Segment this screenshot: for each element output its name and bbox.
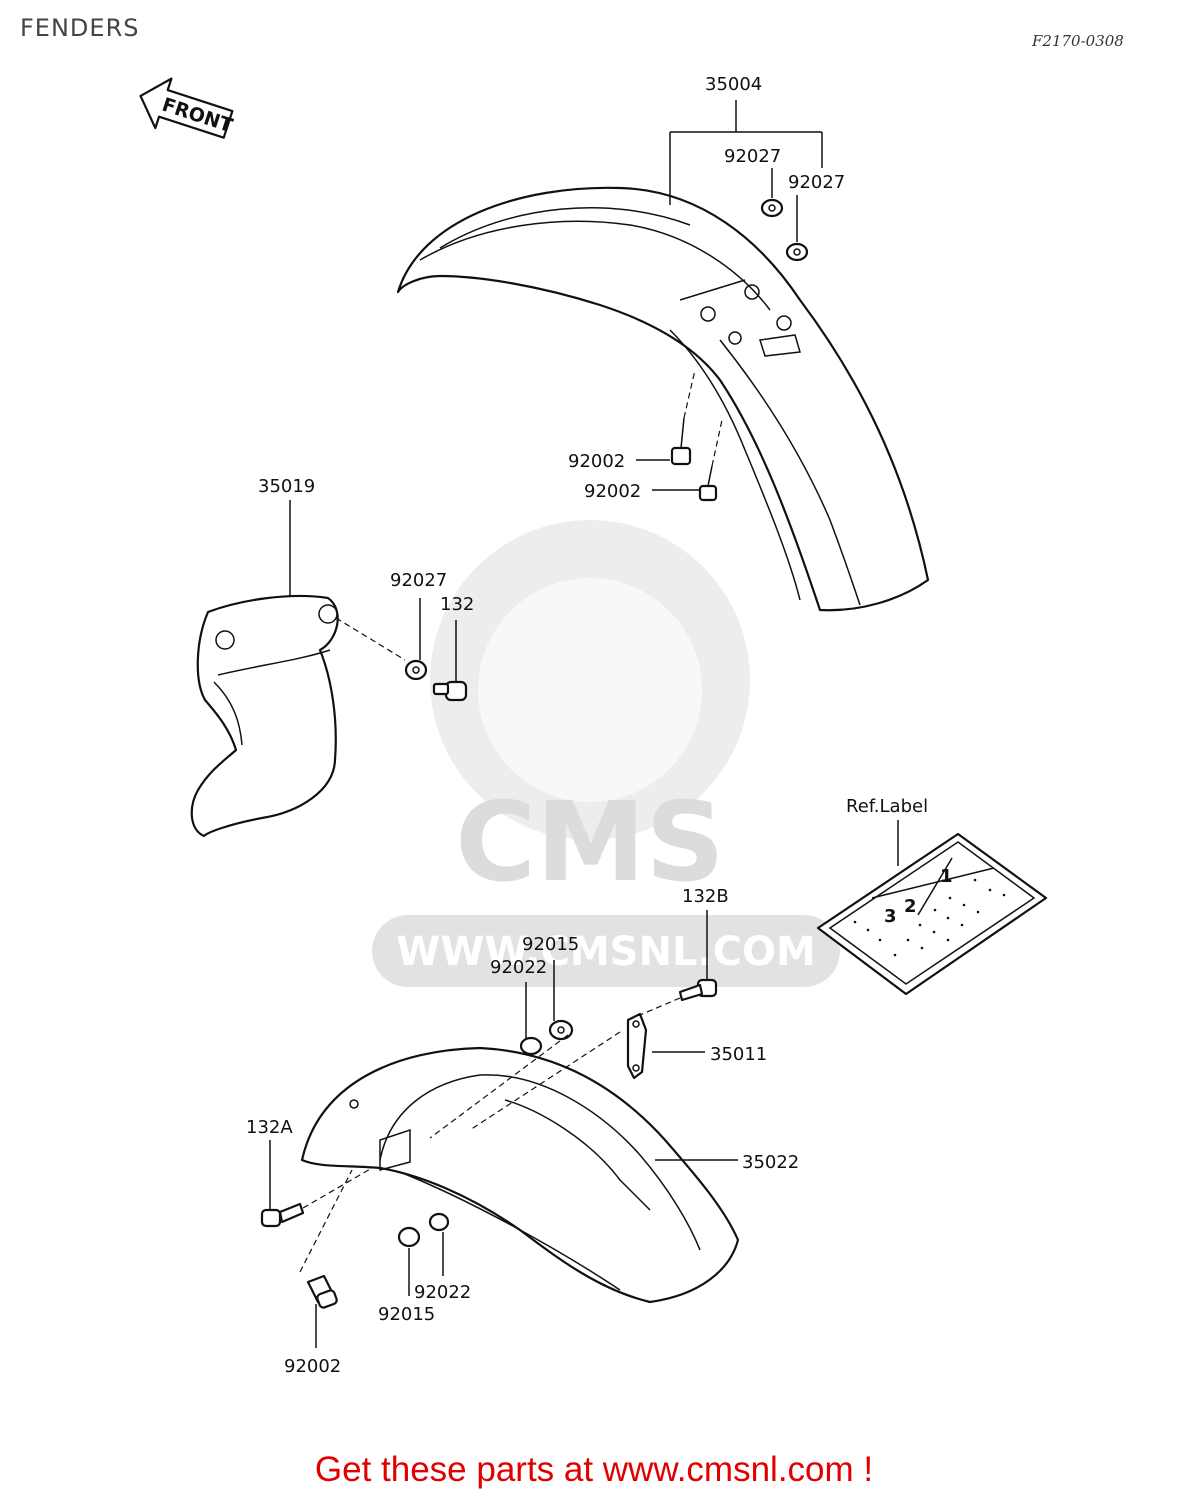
label-132b: 132B [682, 886, 729, 907]
collar-92015-upper [548, 960, 574, 1041]
nut-92027-b [785, 242, 809, 262]
ref-label-num-2: 2 [904, 896, 917, 917]
cover-bolt-132 [432, 620, 468, 702]
page-title: FENDERS [20, 14, 140, 42]
label-35004: 35004 [705, 74, 762, 95]
bracket-35011 [626, 1012, 705, 1080]
label-35019: 35019 [258, 476, 315, 497]
leader-35004 [636, 100, 823, 491]
label-92002-rear: 92002 [284, 1356, 341, 1377]
ref-label: 3 2 1 [816, 820, 1048, 996]
label-92022-lower: 92022 [414, 1282, 471, 1303]
bolt-92002-front-1 [670, 369, 696, 466]
label-92027-a: 92027 [724, 146, 781, 167]
collar-92022-upper [519, 982, 543, 1056]
rear-fender [300, 1031, 740, 1304]
cover-nut-92027 [404, 598, 428, 681]
bolt-132b [639, 910, 718, 1016]
nut-92027-a [760, 198, 784, 218]
front-fender [396, 186, 930, 612]
watermark: CMS WWW.CMSNL.COM [372, 520, 840, 987]
collar-92022-lower [428, 1212, 450, 1276]
label-92027-cover: 92027 [390, 570, 447, 591]
drawing-code: F2170-0308 [1032, 32, 1124, 50]
label-92002-front-1: 92002 [568, 451, 625, 472]
ref-label-dots [853, 878, 1006, 957]
label-132a: 132A [246, 1117, 293, 1138]
watermark-url: WWW.CMSNL.COM [396, 929, 816, 975]
collar-92015-lower [397, 1226, 421, 1296]
label-132: 132 [440, 594, 474, 615]
label-92015-upper: 92015 [522, 934, 579, 955]
ref-label-num-3: 3 [884, 906, 897, 927]
label-92027-b: 92027 [788, 172, 845, 193]
label-92022-upper: 92022 [490, 957, 547, 978]
label-35011: 35011 [710, 1044, 767, 1065]
side-cover [190, 500, 406, 838]
front-arrow: FRONT [139, 77, 235, 139]
bolt-92002-front-2 [698, 419, 723, 502]
label-92002-front-2: 92002 [584, 481, 641, 502]
ref-label-num-1: 1 [940, 866, 953, 887]
watermark-brand: CMS [455, 778, 724, 906]
promo-link[interactable]: Get these parts at www.cmsnl.com ! [314, 1450, 874, 1489]
label-ref-label: Ref.Label [846, 796, 928, 817]
label-35022: 35022 [742, 1152, 799, 1173]
bolt-132a [260, 1140, 373, 1228]
bolt-92002-rear [299, 1169, 353, 1348]
label-92015-lower: 92015 [378, 1304, 435, 1325]
